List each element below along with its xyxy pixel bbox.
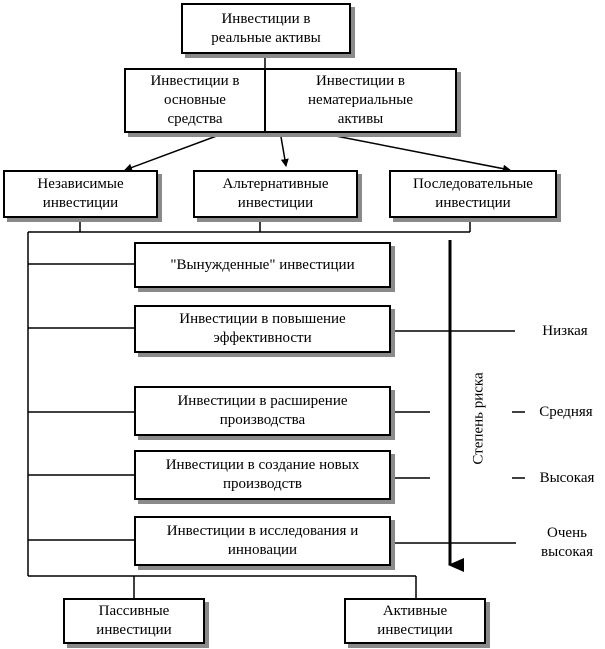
box-forced-investments: "Вынужденные" инвестиции: [134, 242, 391, 288]
box-new-production-investments: Инвестиции в создание новых производств: [134, 450, 391, 500]
box-intangible-assets: Инвестиции в нематериальные активы: [266, 70, 455, 131]
risk-level-high: Высокая: [539, 470, 595, 486]
box-independent-investments: Независимые инвестиции: [3, 170, 158, 218]
box-level2-container: Инвестиции в основные средства Инвестици…: [124, 68, 457, 133]
box-real-assets: Инвестиции в реальные активы: [181, 3, 351, 54]
box-expansion-investments: Инвестиции в расширение производства: [134, 386, 391, 436]
box-passive-investments: Пассивные инвестиции: [63, 598, 205, 644]
box-efficiency-investments: Инвестиции в повышение эффективности: [134, 305, 391, 353]
box-research-investments: Инвестиции в исследования и инновации: [134, 516, 391, 566]
box-fixed-assets: Инвестиции в основные средства: [126, 70, 266, 131]
risk-level-very-high: Очень высокая: [541, 525, 593, 560]
box-alternative-investments: Альтернативные инвестиции: [193, 170, 358, 218]
risk-level-medium: Средняя: [539, 404, 593, 420]
box-sequential-investments: Последовательные инвестиции: [389, 170, 557, 218]
risk-level-low: Низкая: [542, 323, 588, 339]
risk-axis-label: Степень риска: [470, 372, 487, 465]
box-active-investments: Активные инвестиции: [344, 598, 486, 644]
